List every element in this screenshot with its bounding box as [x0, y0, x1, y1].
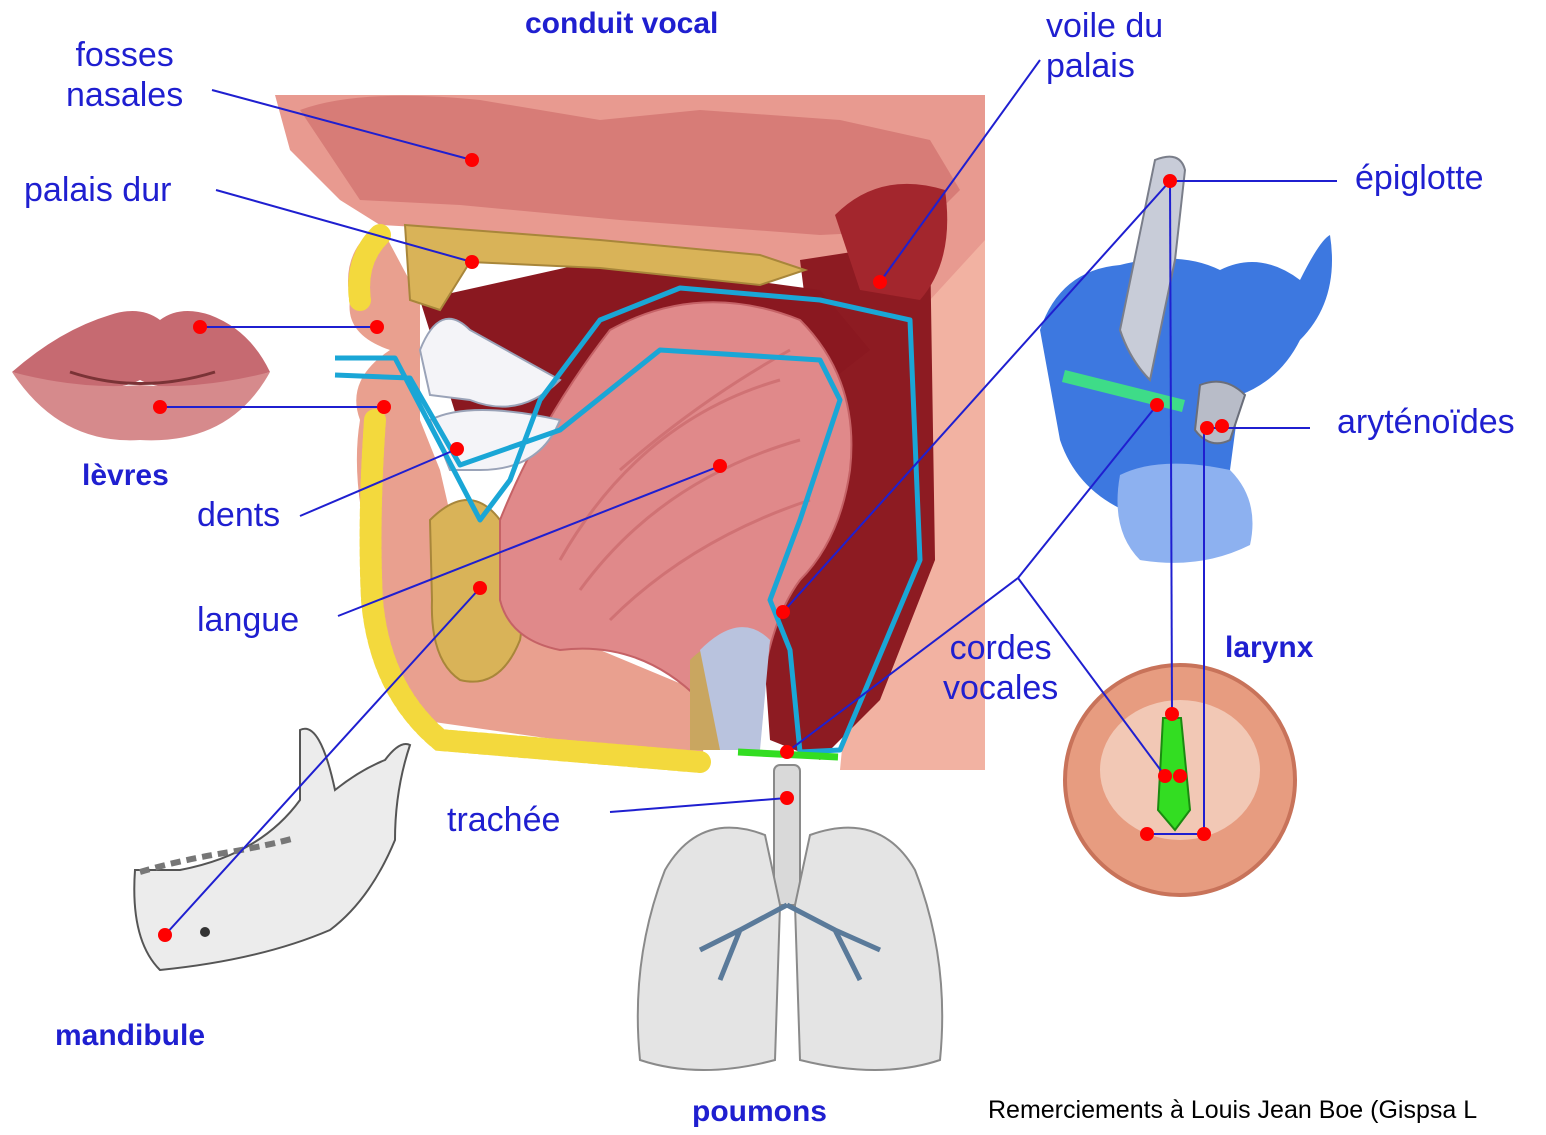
- marker-mandibule-section: [473, 581, 487, 595]
- marker-arytenoides-glottis-a: [1140, 827, 1154, 841]
- marker-glottis-section: [780, 745, 794, 759]
- marker-arytenoides-glottis-b: [1197, 827, 1211, 841]
- credit-text: Remerciements à Louis Jean Boe (Gispsa L: [988, 1096, 1477, 1125]
- label-fosses-nasales: fosses nasales: [66, 35, 183, 115]
- label-dents: dents: [197, 495, 280, 535]
- trachea-tube: [774, 765, 800, 905]
- marker-dents: [450, 442, 464, 456]
- label-arytenoides: aryténoïdes: [1337, 402, 1515, 442]
- mental-foramen: [200, 927, 210, 937]
- head-section: [275, 95, 985, 770]
- jaw-bone: [134, 729, 410, 970]
- label-palais-dur: palais dur: [24, 170, 171, 210]
- larynx-illustration: [1040, 157, 1332, 563]
- marker-epiglotte-section: [776, 605, 790, 619]
- marker-langue: [713, 459, 727, 473]
- marker-levre-inf-right: [377, 400, 391, 414]
- label-mandibule: mandibule: [55, 1018, 205, 1053]
- marker-arytenoides-a: [1200, 421, 1214, 435]
- marker-levre-sup-left: [193, 320, 207, 334]
- marker-epiglotte-glottis: [1165, 707, 1179, 721]
- label-larynx: larynx: [1225, 630, 1313, 665]
- marker-cordes-glottis-b: [1173, 769, 1187, 783]
- arytenoid-shape: [1195, 382, 1245, 444]
- marker-levre-sup-right: [370, 320, 384, 334]
- leader-trachee: [610, 798, 787, 812]
- marker-arytenoides-b: [1215, 419, 1229, 433]
- marker-voile: [873, 275, 887, 289]
- upper-lip: [12, 311, 270, 388]
- marker-palais-dur: [465, 255, 479, 269]
- marker-fosses-nasales: [465, 153, 479, 167]
- marker-cordes-3d: [1150, 398, 1164, 412]
- lungs-illustration: [638, 765, 942, 1070]
- marker-mandibule-bone: [158, 928, 172, 942]
- mandible-illustration: [134, 729, 410, 970]
- marker-trachee: [780, 791, 794, 805]
- marker-epiglotte: [1163, 174, 1177, 188]
- title-conduit-vocal: conduit vocal: [525, 6, 718, 41]
- label-langue: langue: [197, 600, 299, 640]
- label-levres: lèvres: [82, 458, 169, 493]
- right-lung: [638, 828, 780, 1070]
- label-trachee: trachée: [447, 800, 560, 840]
- label-voile-du-palais: voile du palais: [1046, 6, 1163, 86]
- label-epiglotte: épiglotte: [1355, 158, 1484, 198]
- label-poumons: poumons: [692, 1094, 827, 1129]
- marker-cordes-glottis-a: [1158, 769, 1172, 783]
- cricoid-cartilage: [1118, 464, 1253, 563]
- marker-levre-inf-left: [153, 400, 167, 414]
- lips-illustration: [12, 311, 270, 440]
- left-lung: [795, 828, 942, 1070]
- label-cordes-vocales: cordes vocales: [943, 628, 1058, 708]
